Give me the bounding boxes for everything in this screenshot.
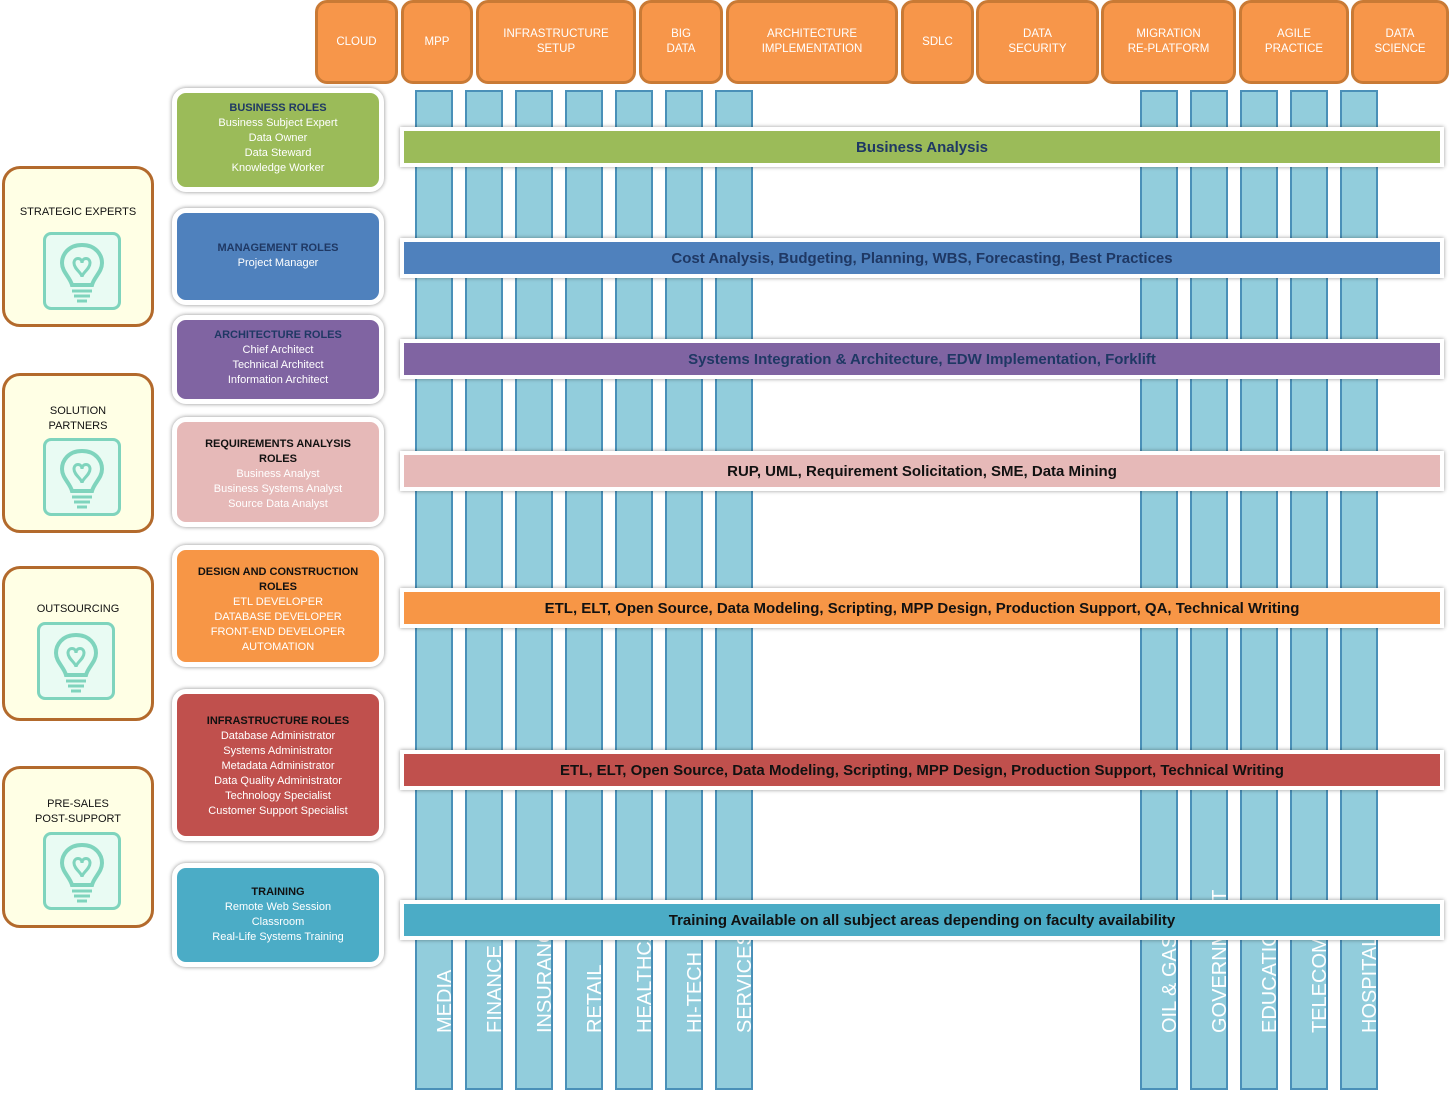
area-mpp: MPP [401, 0, 473, 84]
role-title: DESIGN AND CONSTRUCTION ROLES [197, 566, 359, 593]
area-big-data: BIG DATA [639, 0, 723, 84]
lightbulb-icon [43, 832, 121, 910]
area-agile-practice: AGILE PRACTICE [1239, 0, 1349, 84]
role-business: BUSINESS ROLES Business Subject Expert D… [172, 88, 384, 192]
role-item: Knowledge Worker [231, 162, 325, 174]
role-item: Customer Support Specialist [208, 805, 348, 817]
band-design-construction: ETL, ELT, Open Source, Data Modeling, Sc… [400, 588, 1444, 628]
role-management: MANAGEMENT ROLES Project Manager [172, 208, 384, 305]
role-requirements: REQUIREMENTS ANALYSIS ROLES Business Ana… [172, 417, 384, 527]
area-infrastructure-setup: INFRASTRUCTURE SETUP [476, 0, 636, 84]
role-item: Business Analyst [236, 468, 320, 480]
band-architecture: Systems Integration & Architecture, EDW … [400, 339, 1444, 379]
role-item: Database Administrator [220, 730, 336, 742]
area-sdlc: SDLC [901, 0, 974, 84]
strategy-presales-postsupport: PRE-SALES POST-SUPPORT [2, 766, 154, 928]
role-item: Real-Life Systems Training [212, 931, 344, 943]
role-title: BUSINESS ROLES [229, 102, 327, 114]
role-item: Remote Web Session [224, 901, 332, 913]
column-label: HI-TECH [684, 951, 706, 1033]
strategy-title: OUTSOURCING [36, 603, 120, 615]
role-item: Technical Architect [232, 359, 324, 371]
strategy-solution-partners: SOLUTION PARTNERS [2, 373, 154, 533]
area-cloud: CLOUD [315, 0, 398, 84]
role-item: Chief Architect [242, 344, 314, 356]
area-data-security: DATA SECURITY [976, 0, 1099, 84]
band-requirements: RUP, UML, Requirement Solicitation, SME,… [400, 451, 1444, 491]
area-architecture-implementation: ARCHITECTURE IMPLEMENTATION [726, 0, 898, 84]
role-title: REQUIREMENTS ANALYSIS ROLES [205, 438, 351, 465]
column-label: RETAIL [584, 964, 606, 1033]
role-item: ETL DEVELOPER [232, 596, 324, 608]
role-item: Business Systems Analyst [213, 483, 343, 495]
role-title: TRAINING [251, 886, 305, 898]
column-label: SERVICES [734, 932, 756, 1033]
role-item: Project Manager [237, 257, 319, 269]
role-architecture: ARCHITECTURE ROLES Chief Architect Techn… [172, 315, 384, 404]
strategy-outsourcing: OUTSOURCING [2, 566, 154, 721]
band-management: Cost Analysis, Budgeting, Planning, WBS,… [400, 238, 1444, 278]
role-infrastructure: INFRASTRUCTURE ROLES Database Administra… [172, 689, 384, 841]
role-item: Business Subject Expert [218, 117, 338, 129]
band-business-analysis: Business Analysis [400, 127, 1444, 167]
role-item: Systems Administrator [223, 745, 333, 757]
strategy-title: SOLUTION PARTNERS [48, 405, 108, 432]
role-item: Classroom [251, 916, 305, 928]
strategy-title: STRATEGIC EXPERTS [19, 206, 137, 218]
role-item: Source Data Analyst [228, 498, 328, 510]
role-item: Data Owner [248, 132, 308, 144]
column-label: OIL & GAS [1159, 934, 1181, 1033]
role-item: Metadata Administrator [221, 760, 335, 772]
role-title: MANAGEMENT ROLES [217, 242, 339, 254]
role-item: AUTOMATION [241, 641, 315, 653]
column-label: FINANCE [484, 945, 506, 1033]
role-item: Technology Specialist [225, 790, 331, 802]
strategy-title: PRE-SALES POST-SUPPORT [35, 798, 121, 825]
lightbulb-icon [37, 622, 115, 700]
lightbulb-icon [43, 232, 121, 310]
role-title: ARCHITECTURE ROLES [214, 329, 342, 341]
role-item: Information Architect [227, 374, 329, 386]
role-training: TRAINING Remote Web Session Classroom Re… [172, 863, 384, 967]
role-item: Data Quality Administrator [214, 775, 342, 787]
area-data-science: DATA SCIENCE [1351, 0, 1449, 84]
band-training: Training Available on all subject areas … [400, 900, 1444, 940]
role-title: INFRASTRUCTURE ROLES [206, 715, 350, 727]
column-label: TELECOM [1309, 936, 1331, 1033]
column-label: MEDIA [434, 969, 456, 1033]
band-infrastructure: ETL, ELT, Open Source, Data Modeling, Sc… [400, 750, 1444, 790]
role-design-construction: DESIGN AND CONSTRUCTION ROLES ETL DEVELO… [172, 545, 384, 667]
role-item: DATABASE DEVELOPER [214, 611, 342, 623]
area-migration-replatform: MIGRATION RE-PLATFORM [1101, 0, 1236, 84]
strategy-strategic-experts: STRATEGIC EXPERTS [2, 166, 154, 327]
lightbulb-icon [43, 438, 121, 516]
role-item: FRONT-END DEVELOPER [210, 626, 346, 638]
role-item: Data Steward [244, 147, 312, 159]
